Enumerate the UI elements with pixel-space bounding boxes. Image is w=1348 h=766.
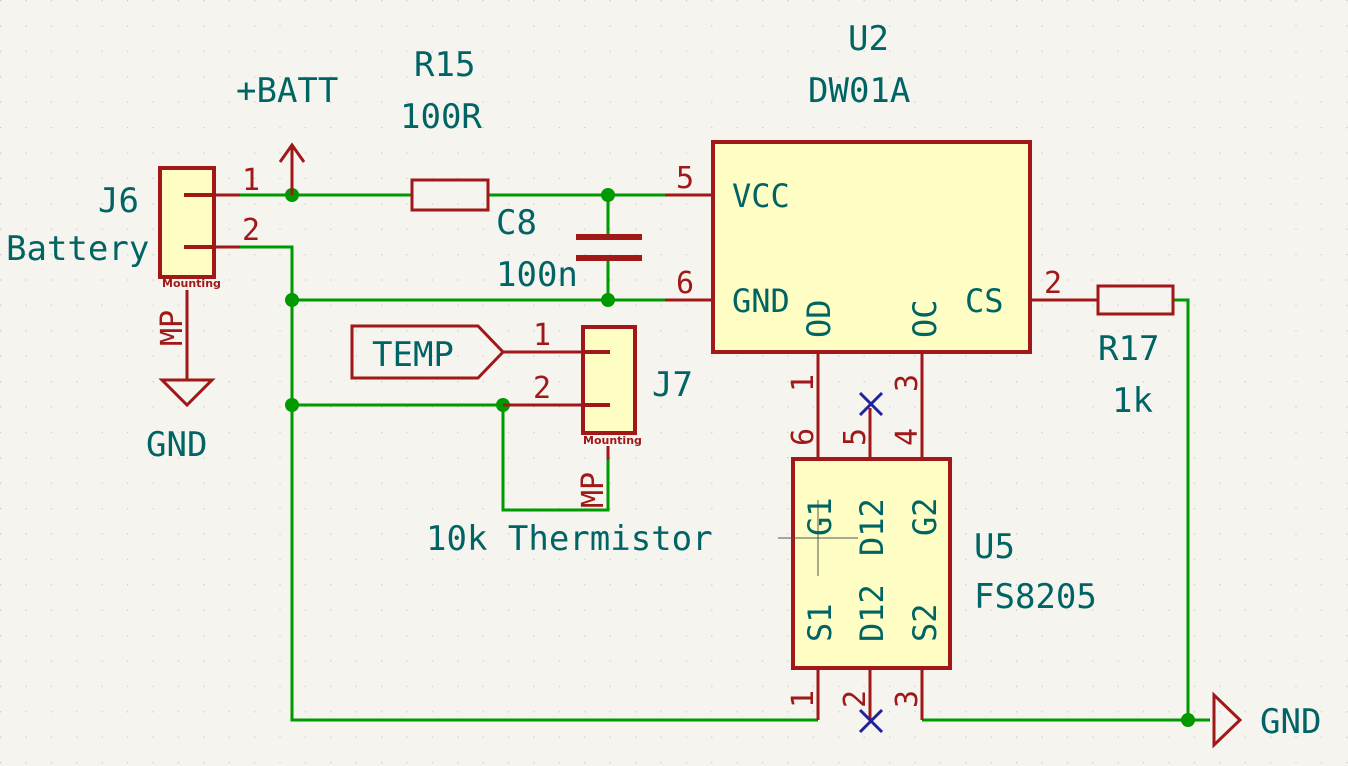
u2-pin-gnd: GND — [732, 282, 790, 320]
u2-pin-vcc-number: 5 — [676, 161, 694, 196]
j6-connector[interactable]: 1 2 Mounting MP J6 Battery — [6, 163, 260, 380]
u2-ic[interactable]: 5 6 2 1 3 VCC GND CS OD OC U2 DW01A — [665, 19, 1098, 460]
net-label-outline — [350, 324, 506, 380]
temp-net-label[interactable]: TEMP — [350, 324, 506, 380]
wire-battery-negative[interactable] — [214, 245, 818, 722]
u2-value: DW01A — [808, 71, 910, 111]
c8-plate-top — [576, 234, 642, 240]
j7-pin-2: 2 — [533, 371, 551, 406]
c8-value: 100n — [496, 255, 578, 295]
u5-pin-d12-bottom: D12 — [853, 584, 891, 642]
u2-pin-od-number: 1 — [786, 374, 821, 392]
u5-pin-5: 5 — [838, 428, 873, 446]
u5-pin-3: 3 — [890, 690, 925, 708]
u2-pin-oc-number: 3 — [890, 374, 925, 392]
batt-power-symbol[interactable]: +BATT — [236, 71, 338, 195]
u5-pin-4: 4 — [890, 428, 925, 446]
gnd-symbol-left[interactable]: GND — [146, 378, 216, 465]
r17-body — [1096, 284, 1175, 316]
r17-ref: R17 — [1098, 329, 1159, 369]
r17-value: 1k — [1112, 381, 1153, 421]
u5-pin-2: 2 — [838, 690, 873, 708]
batt-label: +BATT — [236, 71, 338, 111]
junction-dot — [285, 293, 299, 307]
junction-dot — [601, 293, 615, 307]
junction-dot — [1181, 713, 1195, 727]
u5-ic[interactable]: 6 5 4 1 2 3 G1 D12 G2 S1 D12 S2 U5 FS820… — [778, 408, 1097, 720]
r15-body — [410, 178, 490, 212]
u2-pin-gnd-number: 6 — [676, 266, 694, 301]
wire-gnd-right[interactable] — [922, 298, 1190, 722]
c8-plate-bottom — [576, 255, 642, 261]
arrow-up-icon — [278, 142, 306, 163]
u5-pin-g2: G2 — [906, 497, 944, 536]
j7-connector[interactable]: 1 2 Mounting MP J7 10k Thermistor — [426, 318, 713, 559]
c8-ref: C8 — [496, 203, 537, 243]
j7-mounting-label: Mounting — [583, 434, 642, 447]
j6-body — [158, 166, 216, 279]
j6-mounting-label: Mounting — [162, 277, 221, 290]
u2-pin-od: OD — [800, 299, 838, 338]
j7-ref: J7 — [652, 365, 693, 405]
gnd-symbol-right[interactable]: GND — [1212, 691, 1321, 749]
r15-value: 100R — [400, 97, 482, 137]
j7-body — [581, 325, 637, 435]
j6-pin-1: 1 — [242, 163, 260, 198]
gnd-right-label: GND — [1260, 702, 1321, 742]
u5-pin-s2: S2 — [906, 603, 944, 642]
j6-value: Battery — [6, 229, 149, 269]
junctions — [285, 188, 1195, 727]
u5-pin-d12-top: D12 — [853, 498, 891, 556]
j6-pin-2: 2 — [242, 213, 260, 248]
u2-body — [711, 140, 1032, 354]
r15-resistor[interactable]: R15 100R — [400, 45, 490, 212]
j7-mp-label: MP — [576, 472, 611, 508]
r15-ref: R15 — [414, 45, 475, 85]
j7-value: 10k Thermistor — [426, 519, 713, 559]
u2-pin-oc: OC — [906, 299, 944, 338]
gnd-left-label: GND — [146, 425, 207, 465]
u5-ref: U5 — [974, 527, 1015, 567]
ground-icon — [1212, 691, 1243, 749]
j7-pin-1: 1 — [533, 318, 551, 353]
u2-pin-cs-number: 2 — [1044, 266, 1062, 301]
junction-dot — [285, 398, 299, 412]
wire-therm-mp[interactable] — [501, 405, 610, 512]
junction-dot — [601, 188, 615, 202]
u2-ref: U2 — [848, 19, 889, 59]
temp-label: TEMP — [372, 335, 454, 375]
u5-pin-6: 6 — [786, 428, 821, 446]
u5-pin-s1: S1 — [801, 603, 839, 642]
u5-pin-1: 1 — [786, 690, 821, 708]
u2-pin-cs: CS — [965, 282, 1004, 320]
j6-ref: J6 — [98, 181, 139, 221]
j6-mp-label: MP — [155, 310, 190, 346]
no-connect-flags — [858, 391, 884, 734]
u5-pin-g1: G1 — [801, 497, 839, 536]
no-connect-icon[interactable] — [858, 391, 884, 417]
c8-capacitor[interactable]: C8 100n — [496, 203, 642, 295]
u5-value: FS8205 — [974, 577, 1097, 617]
ground-icon — [158, 378, 216, 408]
no-connect-icon[interactable] — [858, 708, 884, 734]
r17-resistor[interactable]: R17 1k — [1096, 284, 1175, 421]
u2-pin-vcc: VCC — [732, 177, 790, 215]
